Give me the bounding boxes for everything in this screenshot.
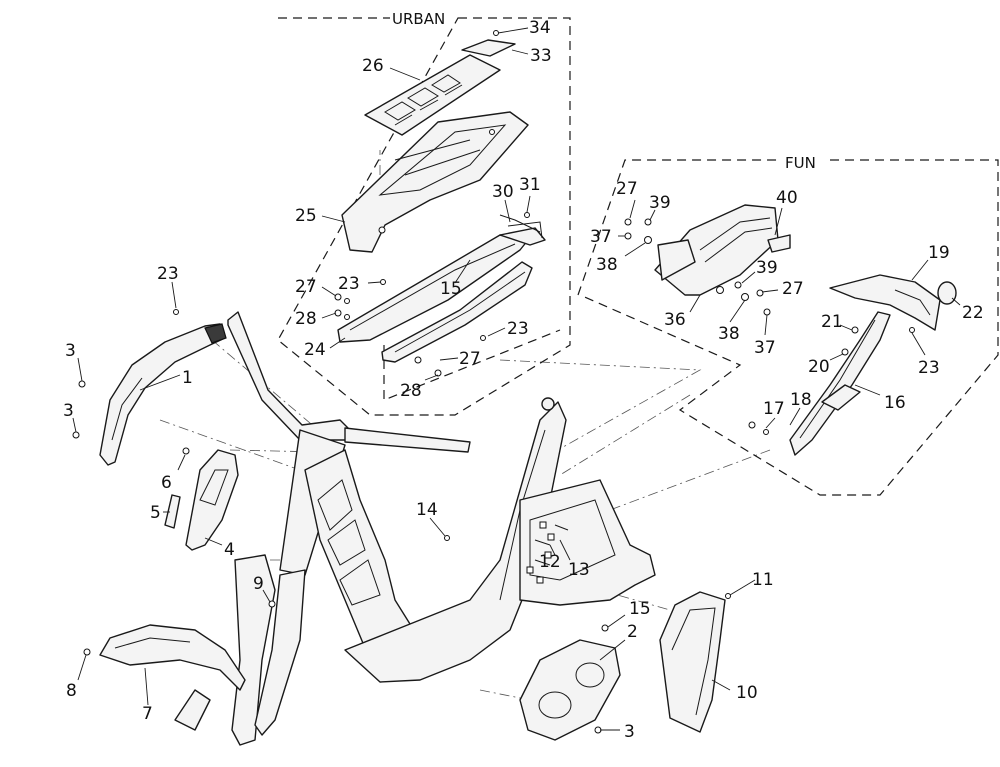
callout-23-seat: 23 <box>338 274 360 294</box>
screw-8 <box>83 648 91 656</box>
nuts-12-13 <box>526 521 555 584</box>
handlebar-frame <box>174 311 656 746</box>
strip-5 <box>164 494 181 529</box>
callout-25: 25 <box>295 206 317 226</box>
callout-23-rail: 23 <box>507 319 529 339</box>
reflector-22 <box>937 281 957 305</box>
screw-15-frame <box>601 624 609 632</box>
callout-30: 30 <box>492 182 514 202</box>
callout-28-seat: 28 <box>295 309 317 329</box>
callout-4: 4 <box>224 540 235 560</box>
motor-cover-2 <box>519 639 621 741</box>
callout-39-top: 39 <box>649 193 671 213</box>
callout-40: 40 <box>776 188 798 208</box>
callout-17: 17 <box>763 399 785 419</box>
screw-20 <box>841 348 849 356</box>
headlight-cover-1 <box>99 323 227 466</box>
callout-34: 34 <box>529 18 551 38</box>
screw-9 <box>268 600 276 608</box>
callout-2: 2 <box>627 622 638 642</box>
callout-31: 31 <box>519 175 541 195</box>
callout-1: 1 <box>182 368 193 388</box>
callout-27-seat: 27 <box>295 277 317 297</box>
rear-mudguard-19 <box>829 274 957 333</box>
screw-31 <box>524 212 530 218</box>
callout-27-rail: 27 <box>459 349 481 369</box>
callout-38-left: 38 <box>596 255 618 275</box>
callout-6: 6 <box>161 473 172 493</box>
seat-pad-26 <box>364 54 501 136</box>
callout-38-right: 38 <box>718 324 740 344</box>
callout-5: 5 <box>150 503 161 523</box>
callout-15-seat: 15 <box>440 279 462 299</box>
rear-fender-36-40 <box>654 204 791 296</box>
callout-11: 11 <box>752 570 774 590</box>
fun-group-title: FUN <box>785 154 816 172</box>
callout-36: 36 <box>664 310 686 330</box>
screw-17 <box>748 421 756 429</box>
callout-15-frame: 15 <box>629 599 651 619</box>
callout-24: 24 <box>304 340 326 360</box>
urban-group-title: URBAN <box>392 10 445 28</box>
callout-22: 22 <box>962 303 984 323</box>
callout-3-mid: 3 <box>63 401 74 421</box>
callout-7: 7 <box>142 704 153 724</box>
callout-21: 21 <box>821 312 843 332</box>
screw-3-top <box>78 380 86 388</box>
screw-34 <box>493 30 499 36</box>
callout-3-top: 3 <box>65 341 76 361</box>
side-cover-10 <box>659 591 731 733</box>
callout-39-right: 39 <box>756 258 778 278</box>
callout-labels: 34 33 26 25 30 31 23 15 27 28 24 23 27 2… <box>63 18 984 742</box>
urban-group: URBAN <box>277 10 571 416</box>
callout-10: 10 <box>736 683 758 703</box>
callout-23-left: 23 <box>157 264 179 284</box>
callout-27-right: 27 <box>782 279 804 299</box>
callout-16: 16 <box>884 393 906 413</box>
callout-20: 20 <box>808 357 830 377</box>
callout-9: 9 <box>253 574 264 594</box>
callout-37-left: 37 <box>590 227 612 247</box>
screw-6 <box>182 447 190 455</box>
leader-lines <box>72 27 961 731</box>
callout-12: 12 <box>539 552 561 572</box>
front-light-housing-4 <box>164 447 239 551</box>
callout-3-bottom: 3 <box>624 722 635 742</box>
license-bracket-16 <box>748 311 891 456</box>
screw-23-rail <box>480 335 486 341</box>
screw-14 <box>444 535 450 541</box>
fun-hardware-27-37-38-39 <box>624 218 771 316</box>
screw-23-seat <box>380 279 386 285</box>
callout-19: 19 <box>928 243 950 263</box>
callout-18: 18 <box>790 390 812 410</box>
screw-23-left <box>173 309 179 315</box>
screw-11 <box>725 593 731 599</box>
screw-3-mid <box>72 431 80 439</box>
callout-26: 26 <box>362 56 384 76</box>
callout-23-fun: 23 <box>918 358 940 378</box>
seat-plate-33 <box>461 30 516 57</box>
seat-base-25 <box>341 111 529 253</box>
callout-33: 33 <box>530 46 552 66</box>
fun-group: FUN <box>577 154 999 496</box>
bracket-30 <box>499 214 541 233</box>
front-fender-7 <box>83 624 246 691</box>
callout-27-fun: 27 <box>616 179 638 199</box>
screw-21 <box>851 326 859 334</box>
callout-28-rail: 28 <box>400 381 422 401</box>
seat-subframe-24 <box>337 221 546 363</box>
callout-8: 8 <box>66 681 77 701</box>
callout-37-right: 37 <box>754 338 776 358</box>
callout-13: 13 <box>568 560 590 580</box>
screws-27-28-seat <box>334 293 442 377</box>
washer-18 <box>763 429 769 435</box>
callout-14: 14 <box>416 500 438 520</box>
